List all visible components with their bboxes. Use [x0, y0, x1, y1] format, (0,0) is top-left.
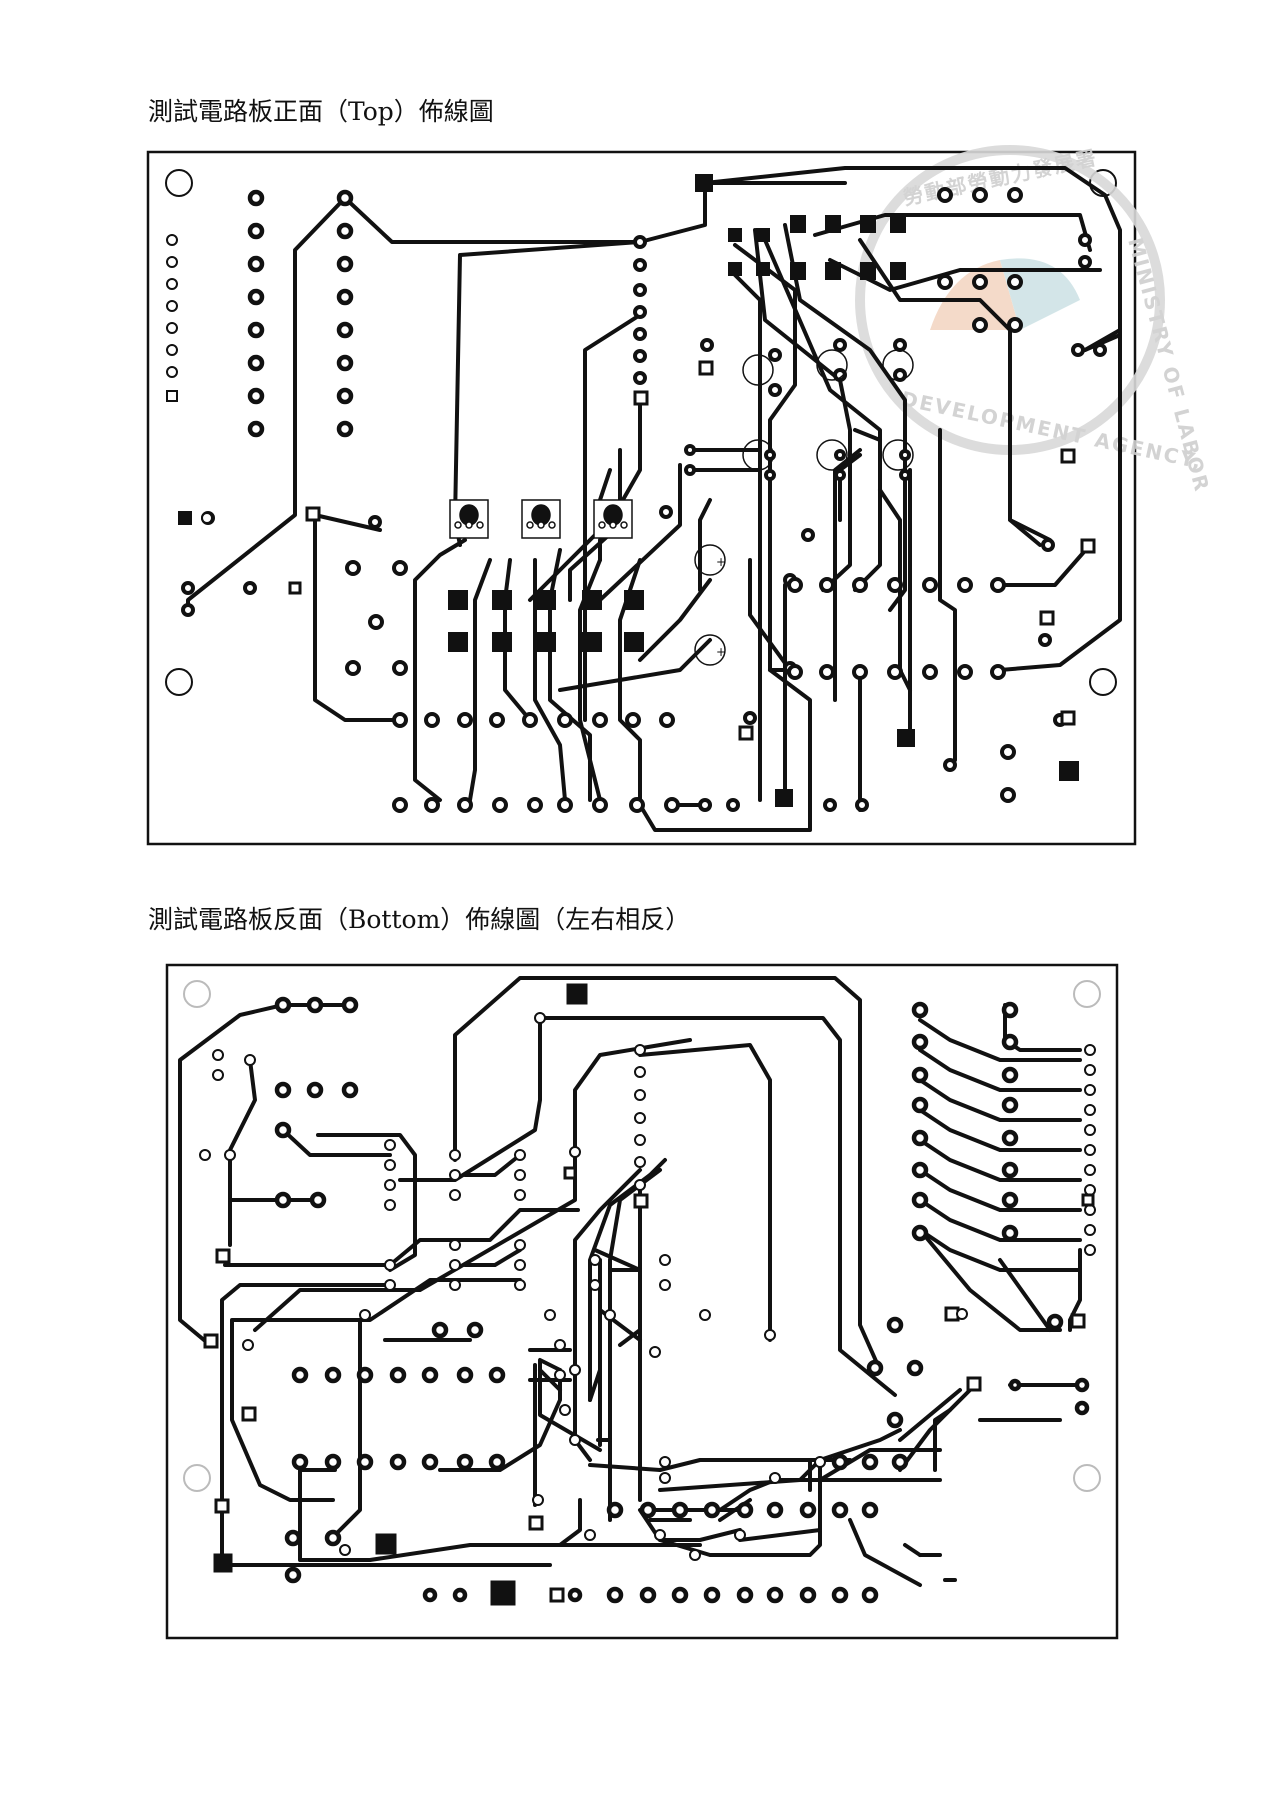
- board-outline-bottom: [165, 963, 1119, 1640]
- watermark-seal: 勞動部勞動力發展署 MINISTRY OF LABOR DEVELOPMENT …: [855, 145, 1214, 495]
- transistor-q2: [521, 499, 561, 539]
- pads-square-top: [178, 174, 1096, 807]
- pads-small-bottom: [199, 1012, 1096, 1561]
- pads-dip-top: [247, 189, 354, 438]
- svg-text:+: +: [716, 645, 726, 659]
- pin-header-left-top: [166, 234, 178, 402]
- mounting-holes-bottom: [183, 980, 1101, 1492]
- pads-misc-top: [181, 187, 1107, 813]
- pads-smd-top: [448, 215, 906, 652]
- caption-bottom-layer: 測試電路板反面（Bottom）佈線圖（左右相反）: [148, 905, 691, 934]
- transistor-q3: [593, 499, 633, 539]
- pads-square-bottom: [203, 983, 1095, 1606]
- traces-bottom: [178, 976, 1082, 1587]
- transistor-q1: [449, 499, 489, 539]
- board-outline-top: [146, 150, 1137, 846]
- pad-bottom-extra: [956, 1308, 968, 1320]
- svg-text:+: +: [716, 555, 726, 569]
- pcb-top-board: 勞動部勞動力發展署 MINISTRY OF LABOR DEVELOPMENT …: [146, 145, 1214, 846]
- caption-top-layer: 測試電路板正面（Top）佈線圖: [148, 97, 494, 126]
- transistors-top: [449, 499, 633, 539]
- pads-bottom: [274, 996, 1090, 1604]
- seal-emblem: [930, 260, 1020, 330]
- pcb-bottom-board: [165, 963, 1119, 1640]
- capacitors-top: + +: [694, 349, 914, 666]
